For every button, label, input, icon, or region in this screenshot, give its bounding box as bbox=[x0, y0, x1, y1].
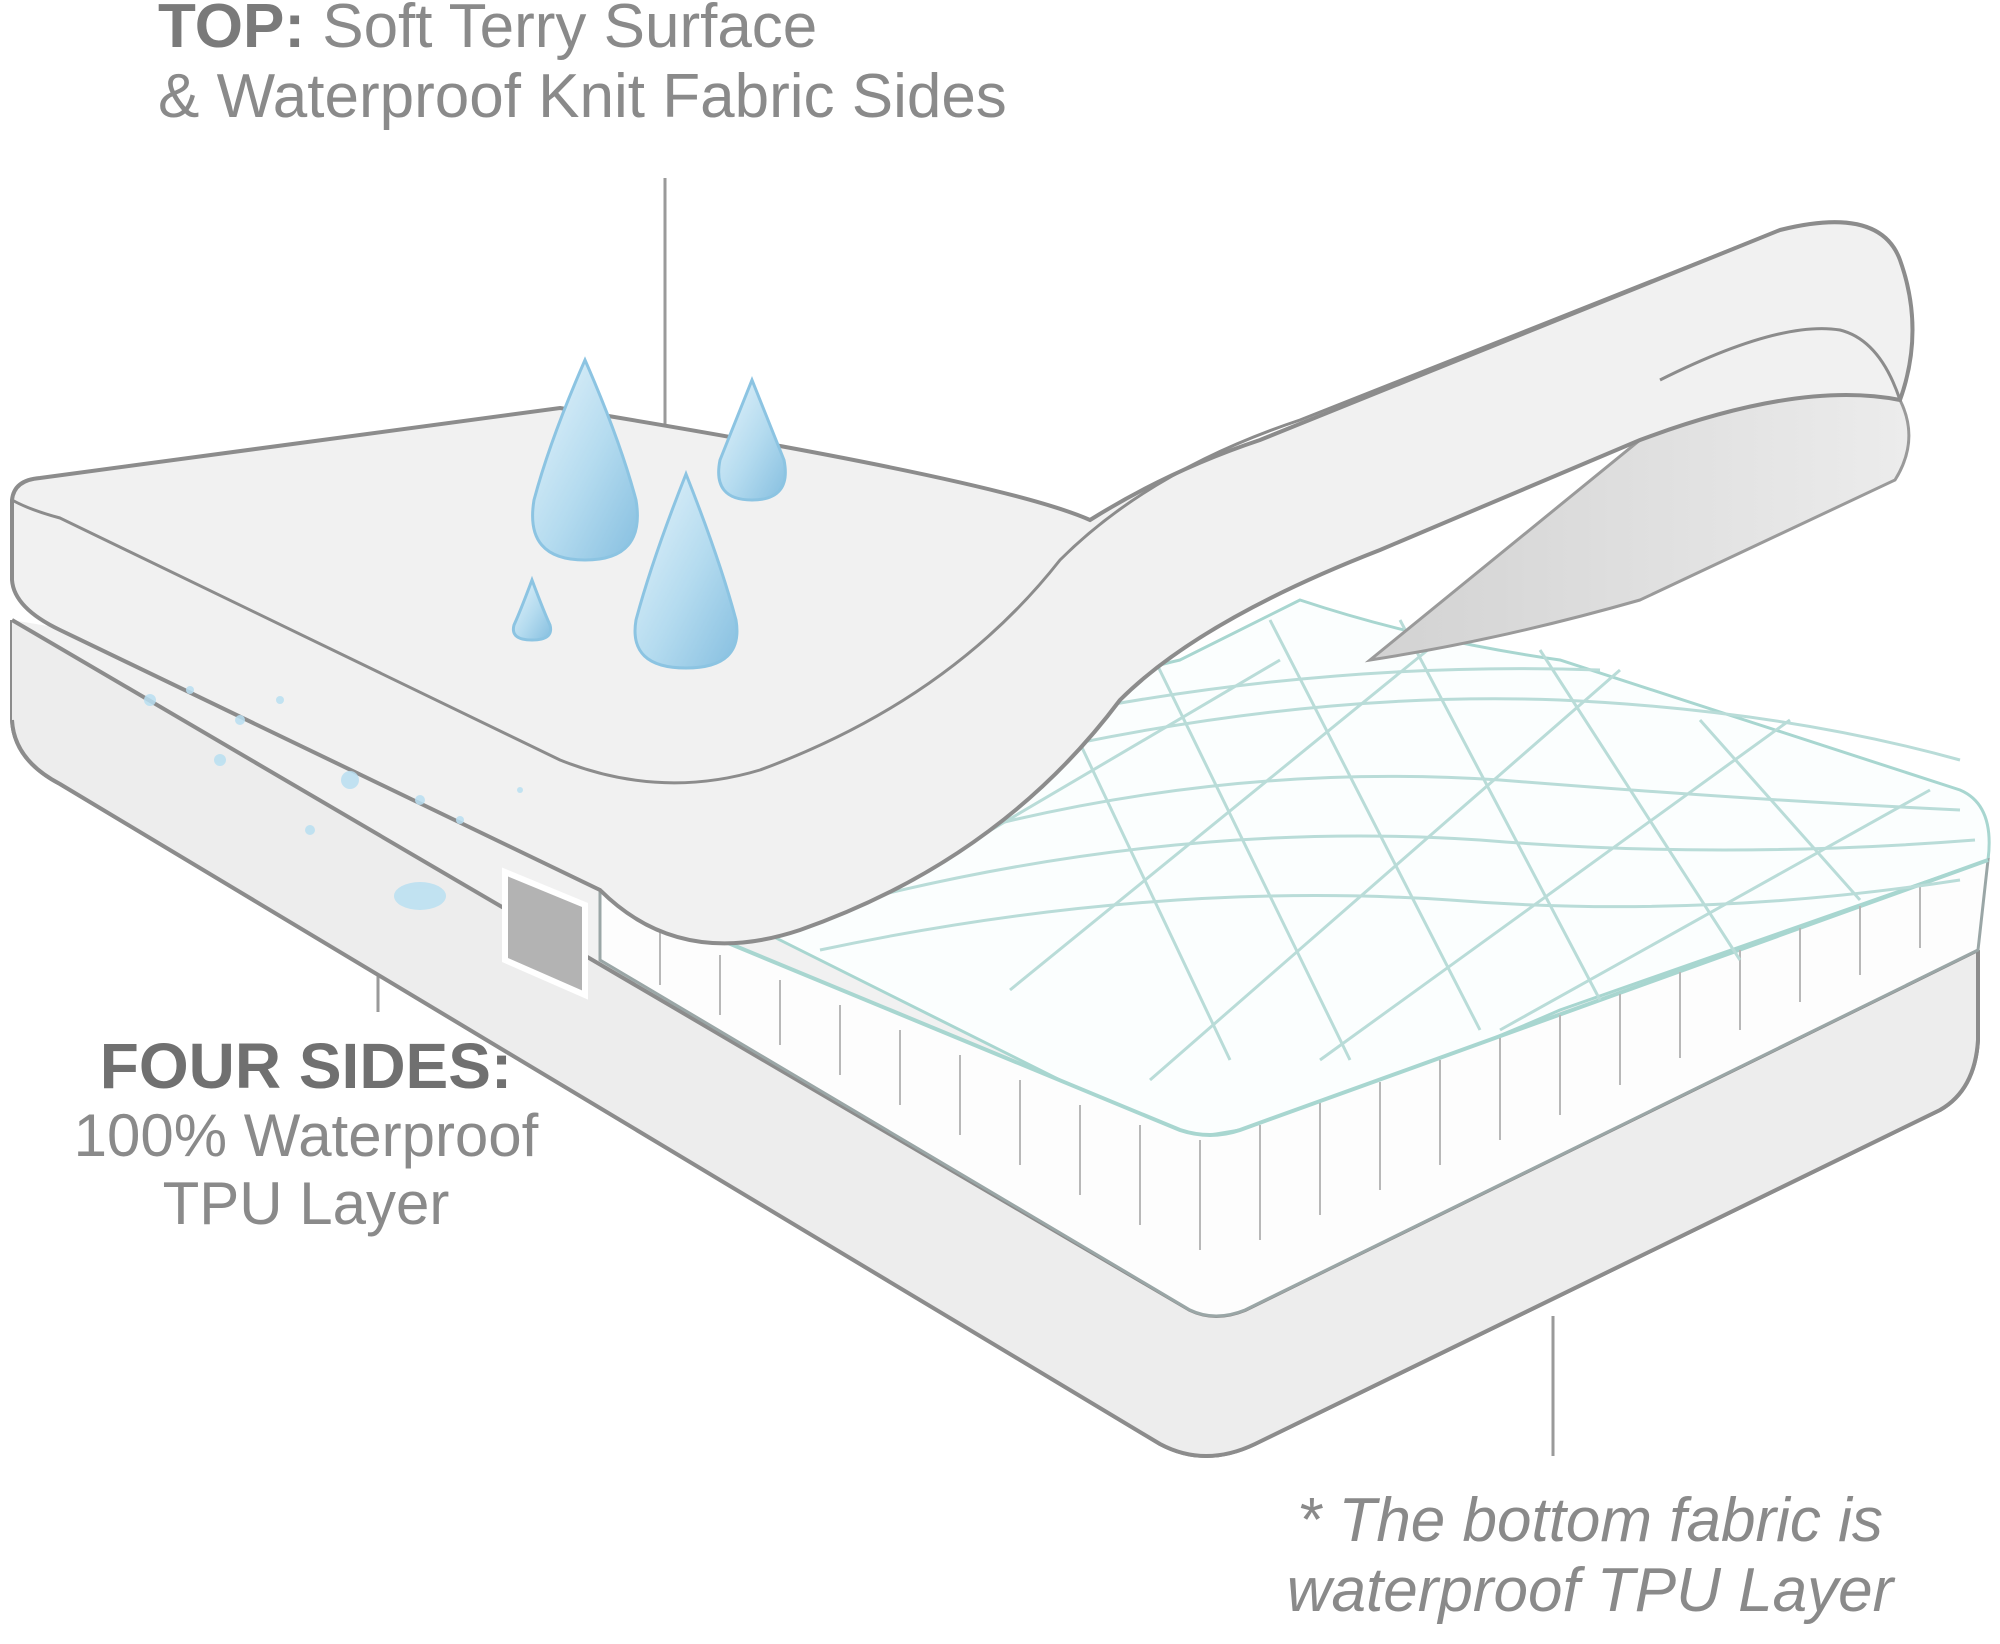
quilt-pattern bbox=[819, 619, 1976, 1082]
water-drop-icon bbox=[531, 356, 639, 562]
sides-callout: FOUR SIDES: 100% Waterproof TPU Layer bbox=[26, 1030, 586, 1238]
bottom-callout-line1: * The bottom fabric is bbox=[1297, 1486, 1883, 1555]
cover-flap bbox=[10, 220, 1915, 1000]
top-callout-line2: & Waterproof Knit Fabric Sides bbox=[158, 62, 1007, 132]
top-callout-heading: TOP: bbox=[158, 0, 305, 61]
water-drop-icon bbox=[633, 469, 739, 670]
water-drops bbox=[511, 356, 787, 670]
top-callout-line1: Soft Terry Surface bbox=[322, 0, 818, 61]
bottom-callout: * The bottom fabric is waterproof TPU La… bbox=[1240, 1486, 1940, 1626]
sides-callout-heading: FOUR SIDES: bbox=[99, 1030, 513, 1102]
water-drop-icon bbox=[511, 575, 553, 642]
water-splash bbox=[144, 686, 523, 910]
water-drop-icon bbox=[717, 375, 787, 502]
bottom-callout-line2: waterproof TPU Layer bbox=[1286, 1556, 1894, 1626]
top-callout: TOP: Soft Terry Surface & Waterproof Kni… bbox=[158, 0, 1007, 132]
sides-callout-line1: 100% Waterproof bbox=[73, 1102, 539, 1170]
sides-callout-line2: TPU Layer bbox=[162, 1170, 450, 1238]
side-stitching bbox=[659, 884, 1921, 1250]
fabric-swatch-icon bbox=[502, 867, 588, 1000]
